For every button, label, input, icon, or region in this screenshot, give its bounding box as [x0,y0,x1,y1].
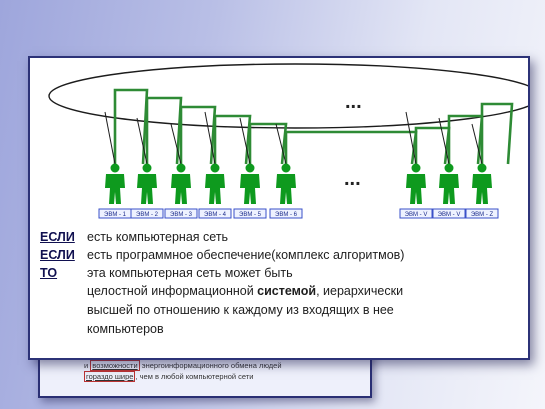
link-line [145,96,183,165]
person-body [439,174,459,204]
computer-label: ЭВМ - 1 [104,212,127,218]
front-slide: ...... ЭВМ - 1 ЭВМ - 2 ЭВМ - 3 ЭВМ - 4 ЭВМ - … [28,56,530,360]
person-head [210,163,220,173]
person-head [281,163,291,173]
computer-label-box [399,208,433,219]
link-line [179,105,217,165]
cable-drop [239,117,251,165]
person-head [142,163,152,173]
back-line2-rest: , чем в любой компьютерной сети [135,372,254,381]
rule-if-1: ЕСЛИ есть компьютерная сеть [40,230,510,248]
person-head [477,163,487,173]
link-line [248,122,288,165]
person-icon [171,163,191,204]
person-body [406,174,426,204]
computer-label: ЭВМ - 3 [170,212,193,218]
line4-part-a: целостной информационной [87,284,254,298]
computer-label: ЭВМ - Z [471,212,494,218]
link-line [447,114,484,165]
cable-drop [204,111,216,165]
person-head [245,163,255,173]
computer-label: ЭВМ - V [438,212,461,218]
link-line [414,126,451,165]
link-line [284,130,418,165]
computer-label: ЭВМ - 5 [239,212,262,218]
back-line2-underlined: гораздо шире [84,371,136,382]
cable-drop [136,117,148,165]
person-icon [276,163,296,204]
person-icon [472,163,492,204]
link-line [480,102,514,165]
person-body [105,174,125,204]
rule-if-1-text: есть компьютерная сеть [87,230,229,244]
computer-label: ЭВМ - 4 [204,212,227,218]
rule-continuation-2: высшей по отношению к каждому из входящи… [87,303,394,317]
person-body [137,174,157,204]
line4-part-b: , иерархически [316,284,404,298]
computer-label-box [465,208,499,219]
computer-label-box [198,208,232,219]
rule-continuation-3: компьютеров [87,322,164,336]
computer-label: ЭВМ - 6 [275,212,298,218]
person-icon [205,163,225,204]
back-line1-underlined: возможности [90,360,140,371]
person-body [240,174,260,204]
person-head [176,163,186,173]
person-body [205,174,225,204]
person-body [276,174,296,204]
cable-drop [275,123,287,165]
computer-label-box [432,208,466,219]
computer-label-box [130,208,164,219]
person-icon [406,163,426,204]
cable-drop [405,111,417,165]
computer-label: ЭВМ - V [405,212,428,218]
person-body [171,174,191,204]
person-head [444,163,454,173]
back-line1-prefix: и [84,361,89,370]
keyword-if-1: ЕСЛИ [40,230,75,244]
rule-if-2-text: есть программное обеспечение(комплекс ал… [87,248,405,262]
ellipsis-top: ... [345,91,362,113]
cable-drop [170,123,182,165]
person-icon [105,163,125,204]
line4-bold-word: системой [257,284,317,298]
computer-label: ЭВМ - 2 [136,212,159,218]
cable-drop [104,111,116,165]
rule-text-block: ЕСЛИ есть компьютерная сеть ЕСЛИ есть пр… [40,230,510,341]
person-icon [439,163,459,204]
rule-then-text: эта компьютерная сеть может быть [87,266,293,280]
person-body [472,174,492,204]
cable-drop [438,117,450,165]
rule-then: ТО эта компьютерная сеть может быть [40,266,510,284]
person-head [411,163,421,173]
network-diagram: ...... ЭВМ - 1 ЭВМ - 2 ЭВМ - 3 ЭВМ - 4 ЭВМ - … [48,63,528,219]
computer-label-box [233,208,267,219]
person-head [110,163,120,173]
person-icon [240,163,260,204]
back-line1-rest: энергоинформационного обмена людей [141,361,282,370]
computer-label-box [164,208,198,219]
person-icon [137,163,157,204]
keyword-then: ТО [40,266,58,280]
link-line [213,114,252,165]
keyword-if-2: ЕСЛИ [40,248,75,262]
computer-label-box [269,208,303,219]
ellipsis-middle: ... [344,168,361,190]
network-cable-ring [48,63,528,129]
link-line [113,88,149,165]
cable-drop [471,123,483,165]
rule-if-2: ЕСЛИ есть программное обеспечение(компле… [40,248,510,266]
rule-continuation-1: целостной информационной системой, иерар… [40,284,510,303]
background-slide-text: и возможности энергоинформационного обме… [84,360,384,382]
